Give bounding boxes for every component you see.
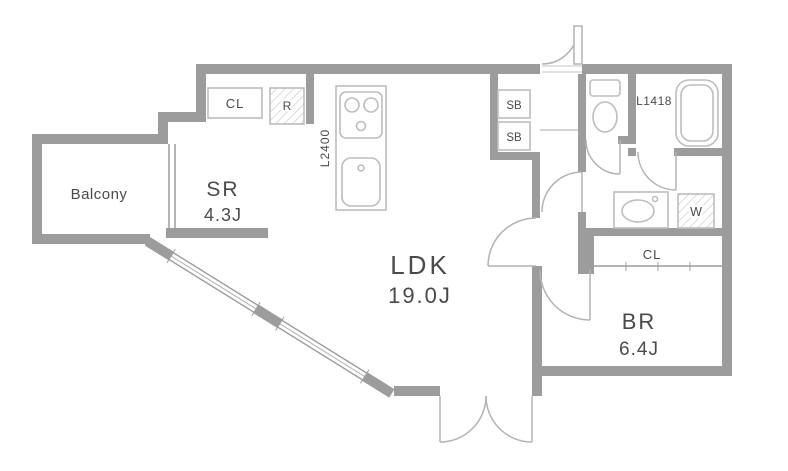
sr-size-label: 4.3J — [204, 205, 242, 225]
toilet-icon — [589, 79, 621, 133]
wall-segment-right — [722, 64, 732, 376]
bathtub-icon — [675, 79, 719, 147]
stove-burner — [363, 97, 379, 113]
fixtures — [207, 79, 719, 229]
stove-icon — [339, 91, 383, 139]
wall-segment-washroom-left-upper — [578, 144, 586, 172]
diagonal-wall-chunk — [253, 304, 283, 328]
wall-segment-step-horizontal — [158, 112, 206, 122]
closet-box — [207, 87, 263, 119]
wall-segment-hall-left-lower — [532, 160, 540, 218]
sink-icon — [341, 157, 381, 207]
washing-machine-box — [677, 193, 715, 229]
diagonal-wall-chunk — [144, 237, 174, 261]
bedroom-closet-label: CL — [643, 247, 662, 262]
toilet-bowl — [592, 101, 618, 133]
wall-segment-step-vertical — [158, 112, 168, 144]
ldk-door-icon — [487, 217, 537, 267]
sink-faucet — [357, 164, 365, 172]
washbasin-icon — [613, 191, 669, 229]
wall-segment-top-right — [582, 64, 732, 74]
shoebox-upper-box — [497, 89, 531, 119]
wall-segment-closet-left-stub — [586, 236, 594, 274]
shoebox-lower-box — [497, 121, 531, 151]
wall-segment-top-left-vertical — [196, 64, 206, 122]
stove-burner — [355, 120, 367, 132]
shoebox-lower-label: SB — [506, 132, 522, 144]
refrigerator-box — [269, 87, 305, 125]
window-tick — [166, 248, 176, 264]
wall-segment-br-bottom — [536, 366, 732, 376]
br-label: BR — [622, 309, 657, 334]
walls — [32, 64, 732, 396]
double-door-icon — [439, 395, 533, 443]
wall-segment-washroom-left-lower — [578, 212, 586, 274]
wall-segment-balcony-bottom — [32, 234, 150, 244]
window-glass-line — [279, 323, 365, 377]
wall-segment-ldk-bottom — [394, 386, 440, 396]
wall-segment-bath-bottom — [674, 148, 732, 156]
balcony-label: Balcony — [71, 186, 128, 203]
wall-segment-hall-left-upper — [490, 74, 498, 160]
labels: Balcony CL R L2400 SR 4.3J LDK 19.0J SB … — [71, 94, 705, 360]
entrance-door-icon — [541, 25, 583, 73]
window-tick — [251, 301, 261, 316]
bedroom-door-arc — [539, 269, 591, 321]
wall-segment-balcony-top — [32, 134, 168, 144]
wall-segment-washroom-bottom — [578, 228, 732, 236]
windows — [168, 144, 176, 234]
diagonal-wall-chunk — [362, 372, 395, 398]
stove-burner — [344, 97, 360, 113]
window-glass-line — [170, 255, 257, 310]
sr-label: SR — [206, 178, 239, 201]
double-door-arc-right — [485, 395, 533, 443]
washbasin-faucet — [651, 195, 659, 203]
bedroom-closet-front — [594, 262, 722, 271]
shoebox-upper-label: SB — [506, 100, 522, 112]
kitchen-counter-length-label: L2400 — [318, 129, 332, 167]
window-tick — [360, 369, 370, 384]
double-door-arc-left — [439, 395, 487, 443]
diagonal-window-band — [144, 237, 395, 398]
sr-closet-label: CL — [226, 96, 245, 111]
bathtub-inner — [680, 84, 714, 142]
wall-segment-hall-jog — [490, 152, 540, 160]
wall-segment-ldk-br-divider — [532, 266, 542, 396]
door-arcs — [439, 25, 677, 443]
washing-machine-label: W — [690, 205, 702, 219]
washbasin-bowl — [621, 199, 655, 223]
ldk-door-arc — [487, 217, 537, 267]
toilet-tank — [589, 79, 621, 97]
bathroom-door-icon — [637, 151, 677, 191]
ldk-label: LDK — [390, 250, 450, 280]
sink-outline — [341, 157, 381, 207]
wall-segment-toilet-left — [578, 74, 586, 144]
ldk-size-label: 19.0J — [388, 283, 452, 308]
bedroom-door-icon — [539, 269, 591, 321]
br-size-label: 6.4J — [619, 339, 659, 360]
wall-segment-toilet-bottom-stub — [618, 136, 636, 144]
washroom-door-icon — [541, 171, 583, 213]
wall-segment-sr-bottom — [166, 228, 268, 238]
wall-segment-balcony-left — [32, 134, 42, 244]
window-tick — [275, 316, 285, 331]
wall-segment-top-main — [196, 64, 540, 74]
bathtub-size-label: L1418 — [636, 94, 672, 108]
entrance-door-arc — [541, 27, 579, 65]
wall-segment-bath-bottom-stub — [628, 148, 636, 156]
wall-segment-sr-kitchen-divider — [306, 64, 314, 124]
entrance-door-leaf — [573, 25, 583, 65]
washroom-door-arc — [541, 171, 583, 213]
toilet-door-arc — [585, 139, 621, 175]
refrigerator-label: R — [283, 99, 292, 113]
wall-segment-toilet-bath-divider — [628, 74, 636, 144]
bathroom-door-arc — [637, 151, 677, 191]
toilet-door-icon — [585, 139, 621, 175]
